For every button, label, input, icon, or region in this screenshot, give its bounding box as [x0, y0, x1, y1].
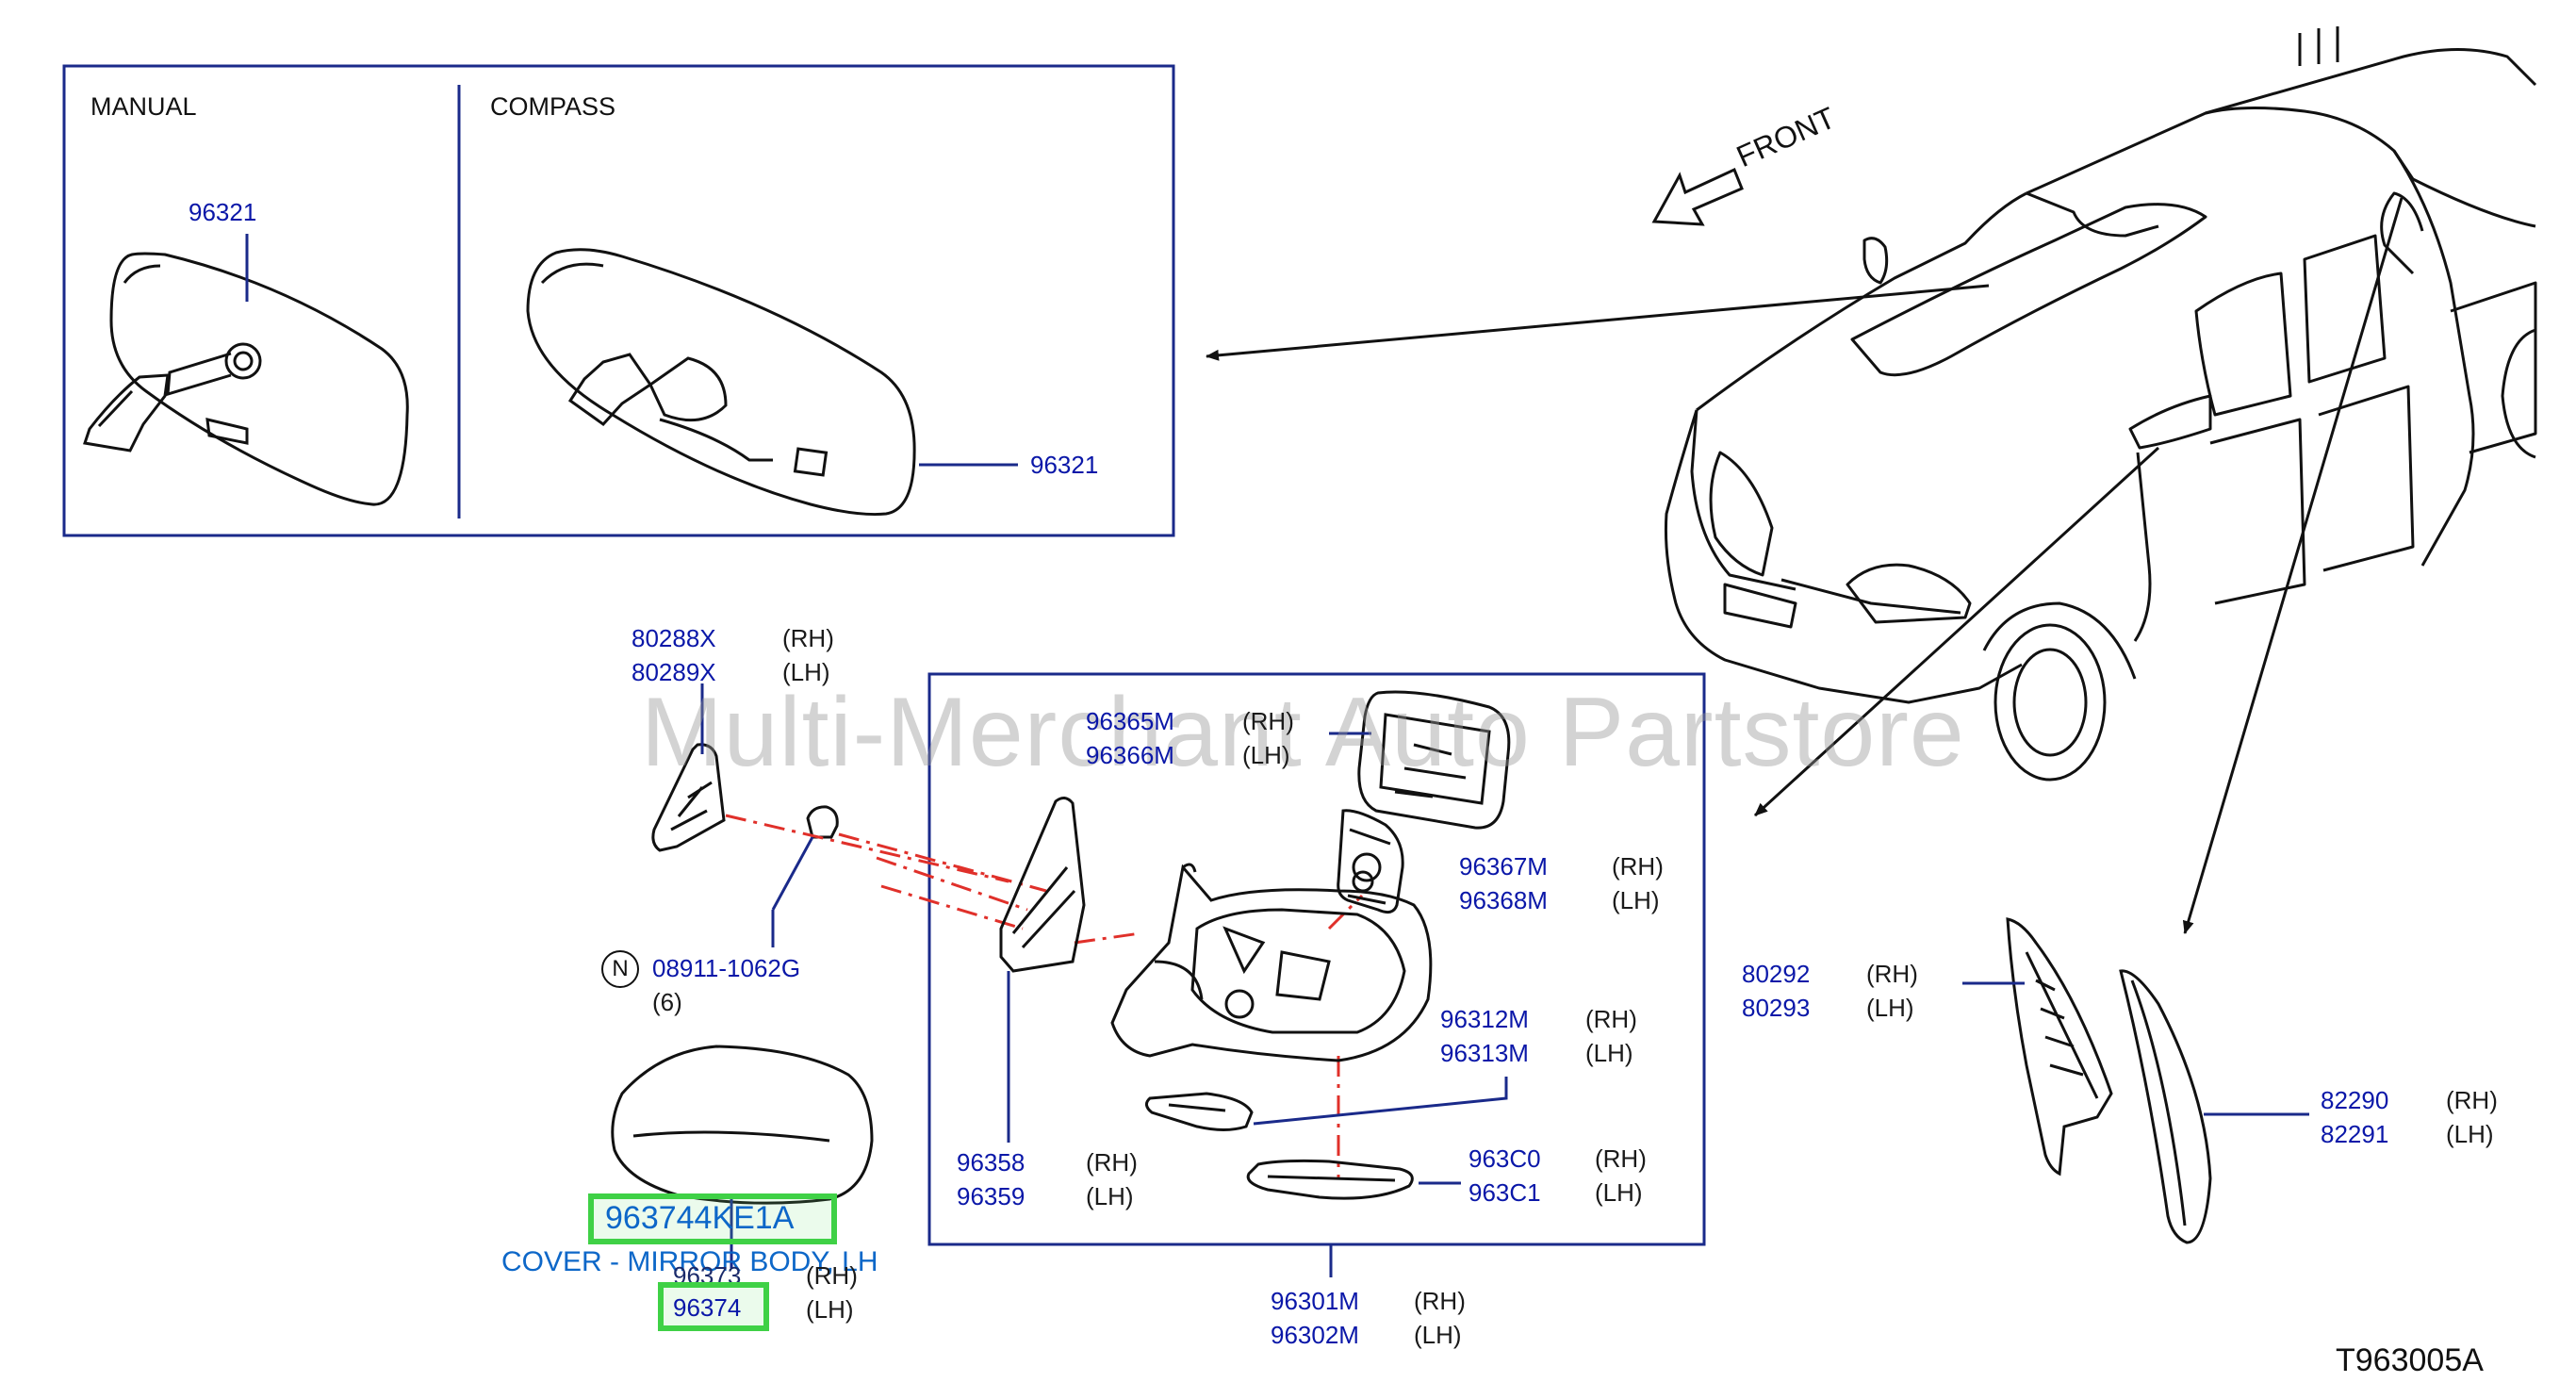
side-rh: (RH): [1585, 1005, 1637, 1033]
part-number-80289x[interactable]: 80289X: [632, 658, 716, 686]
side-rh: (RH): [2446, 1086, 2498, 1114]
side-rh: (RH): [1866, 960, 1918, 988]
side-rh: (RH): [1595, 1144, 1647, 1173]
pointer-door-mirror: [1753, 446, 2160, 817]
part-number-96302m[interactable]: 96302M: [1271, 1321, 1359, 1349]
corner-finisher-drawing: [651, 683, 726, 852]
side-lh: (LH): [806, 1295, 854, 1324]
part-number-80292[interactable]: 80292: [1742, 960, 1811, 988]
side-rh: (RH): [1086, 1148, 1138, 1177]
part-number-80293[interactable]: 80293: [1742, 994, 1811, 1022]
part-number-82290[interactable]: 82290: [2321, 1086, 2389, 1114]
pointer-inner-mirror: [1206, 284, 1990, 361]
compass-label: COMPASS: [490, 92, 616, 121]
side-lh: (LH): [782, 658, 830, 686]
alignment-lines: [725, 814, 1364, 1178]
compass-mirror-drawing: [526, 248, 1018, 517]
side-lh: (LH): [1414, 1321, 1462, 1349]
quantity: (6): [652, 988, 682, 1016]
side-lh: (LH): [1585, 1039, 1633, 1067]
part-number-96313m[interactable]: 96313M: [1440, 1039, 1529, 1067]
front-arrow-icon: [1651, 167, 1744, 226]
part-number-96365m[interactable]: 96365M: [1086, 707, 1174, 735]
mirror-base-drawing: [999, 797, 1086, 1143]
actuator-drawing: [1337, 809, 1404, 914]
pillar-garnish-drawing: [1962, 917, 2113, 1177]
inset-frame: [62, 64, 1175, 537]
lower-cover-drawing: [1246, 1159, 1461, 1200]
manual-label: MANUAL: [90, 92, 197, 121]
moulding-drawing: [2119, 969, 2309, 1244]
highlighted-part-description: COVER - MIRROR BODY, LH: [501, 1246, 878, 1277]
truck-drawing: [1664, 26, 2537, 782]
side-lh: (LH): [1866, 994, 1914, 1022]
part-number-96301m[interactable]: 96301M: [1271, 1287, 1359, 1315]
side-rh: (RH): [806, 1261, 858, 1290]
part-number-08911-1062g[interactable]: 08911-1062G: [652, 954, 801, 982]
side-rh: (RH): [1414, 1287, 1466, 1315]
mirror-glass-drawing: [1329, 690, 1511, 830]
mirror-cover-drawing: [611, 1045, 874, 1268]
part-number-96358[interactable]: 96358: [957, 1148, 1025, 1177]
side-rh: (RH): [1242, 707, 1294, 735]
part-number-963c0[interactable]: 963C0: [1468, 1144, 1541, 1173]
part-number-manual-mirror[interactable]: 96321: [189, 198, 257, 226]
side-lh: (LH): [1595, 1178, 1643, 1207]
watermark: Multi-Merchant Auto Partstore: [641, 678, 1965, 787]
side-lh: (LH): [1612, 886, 1660, 914]
part-number-96359[interactable]: 96359: [957, 1182, 1025, 1210]
clip-drawing: [771, 805, 839, 947]
part-number-96366m[interactable]: 96366M: [1086, 741, 1174, 769]
side-rh: (RH): [1612, 852, 1664, 881]
part-number-963c1[interactable]: 963C1: [1468, 1178, 1541, 1207]
side-rh: (RH): [782, 624, 834, 652]
door-mirror-frame: [927, 672, 1706, 1246]
part-number-82291[interactable]: 82291: [2321, 1120, 2389, 1148]
part-number-80288x[interactable]: 80288X: [632, 624, 716, 652]
part-number-96374[interactable]: 96374: [673, 1293, 742, 1322]
manual-mirror-drawing: [83, 234, 409, 506]
n-symbol: N: [601, 950, 639, 988]
side-lh: (LH): [1242, 741, 1290, 769]
highlight-box-96374: [658, 1282, 769, 1331]
side-lh: (LH): [2446, 1120, 2494, 1148]
mirror-body-drawing: [1110, 863, 1433, 1062]
part-number-96312m[interactable]: 96312M: [1440, 1005, 1529, 1033]
pointer-garnish: [2182, 197, 2404, 934]
part-number-96367m[interactable]: 96367M: [1459, 852, 1548, 881]
part-number-compass-mirror[interactable]: 96321: [1030, 451, 1099, 479]
turn-lamp-drawing: [1145, 1077, 1508, 1131]
diagram-code: T963005A: [2336, 1342, 2484, 1378]
highlighted-part-number[interactable]: 963744KE1A: [588, 1193, 837, 1244]
part-number-96368m[interactable]: 96368M: [1459, 886, 1548, 914]
side-lh: (LH): [1086, 1182, 1134, 1210]
